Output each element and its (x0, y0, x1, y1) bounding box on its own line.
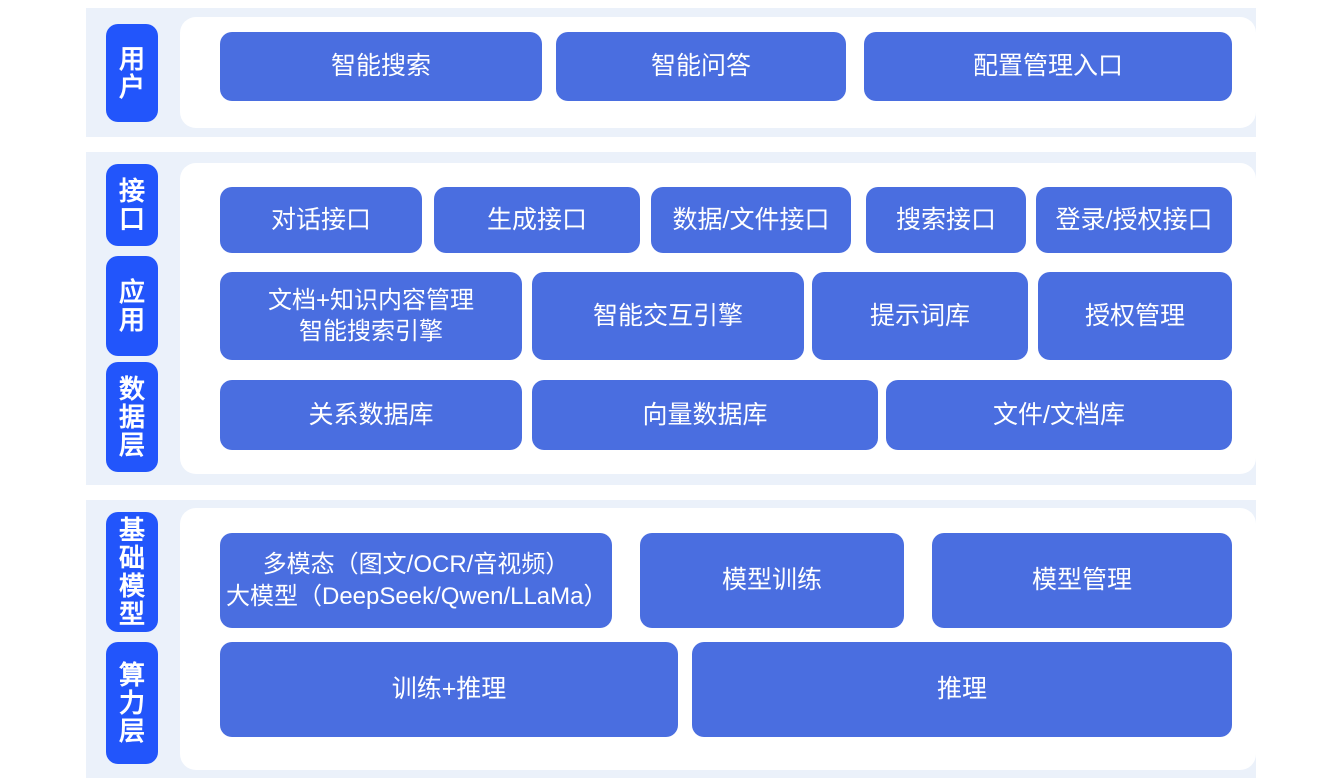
layer-tag-interface-label: 接口 (118, 175, 145, 234)
box-config-management-entry[interactable]: 配置管理入口 (864, 32, 1232, 101)
layer-tag-data-label: 数据层 (118, 373, 145, 461)
layer-tag-foundation-model: 基础模型 (106, 512, 158, 632)
layer-tag-compute-label: 算力层 (118, 659, 145, 747)
box-training-and-inference[interactable]: 训练+推理 (220, 642, 678, 737)
box-doc-knowledge-management[interactable]: 文档+知识内容管理 智能搜索引擎 (220, 272, 522, 360)
layer-tag-application: 应用 (106, 256, 158, 356)
box-model-management[interactable]: 模型管理 (932, 533, 1232, 628)
layer-tag-application-label: 应用 (118, 276, 145, 335)
box-smart-search[interactable]: 智能搜索 (220, 32, 542, 101)
box-inference[interactable]: 推理 (692, 642, 1232, 737)
box-vector-database[interactable]: 向量数据库 (532, 380, 878, 450)
box-data-file-interface[interactable]: 数据/文件接口 (651, 187, 851, 253)
box-search-interface[interactable]: 搜索接口 (866, 187, 1026, 253)
box-authorization-management[interactable]: 授权管理 (1038, 272, 1232, 360)
box-relational-database[interactable]: 关系数据库 (220, 380, 522, 450)
layer-tag-foundation-model-label: 基础模型 (118, 514, 145, 630)
layer-tag-data: 数据层 (106, 362, 158, 472)
box-smart-interaction-engine[interactable]: 智能交互引擎 (532, 272, 804, 360)
layer-tag-interface: 接口 (106, 164, 158, 246)
box-file-document-store[interactable]: 文件/文档库 (886, 380, 1232, 450)
layer-tag-compute: 算力层 (106, 642, 158, 764)
layer-tag-user: 用户 (106, 24, 158, 122)
box-multimodal-large-model[interactable]: 多模态（图文/OCR/音视频） 大模型（DeepSeek/Qwen/LLaMa） (220, 533, 612, 628)
layer-tag-user-label: 用户 (118, 43, 145, 102)
box-dialog-interface[interactable]: 对话接口 (220, 187, 422, 253)
box-smart-qa[interactable]: 智能问答 (556, 32, 846, 101)
box-generation-interface[interactable]: 生成接口 (434, 187, 640, 253)
box-model-training[interactable]: 模型训练 (640, 533, 904, 628)
box-login-auth-interface[interactable]: 登录/授权接口 (1036, 187, 1232, 253)
box-prompt-library[interactable]: 提示词库 (812, 272, 1028, 360)
